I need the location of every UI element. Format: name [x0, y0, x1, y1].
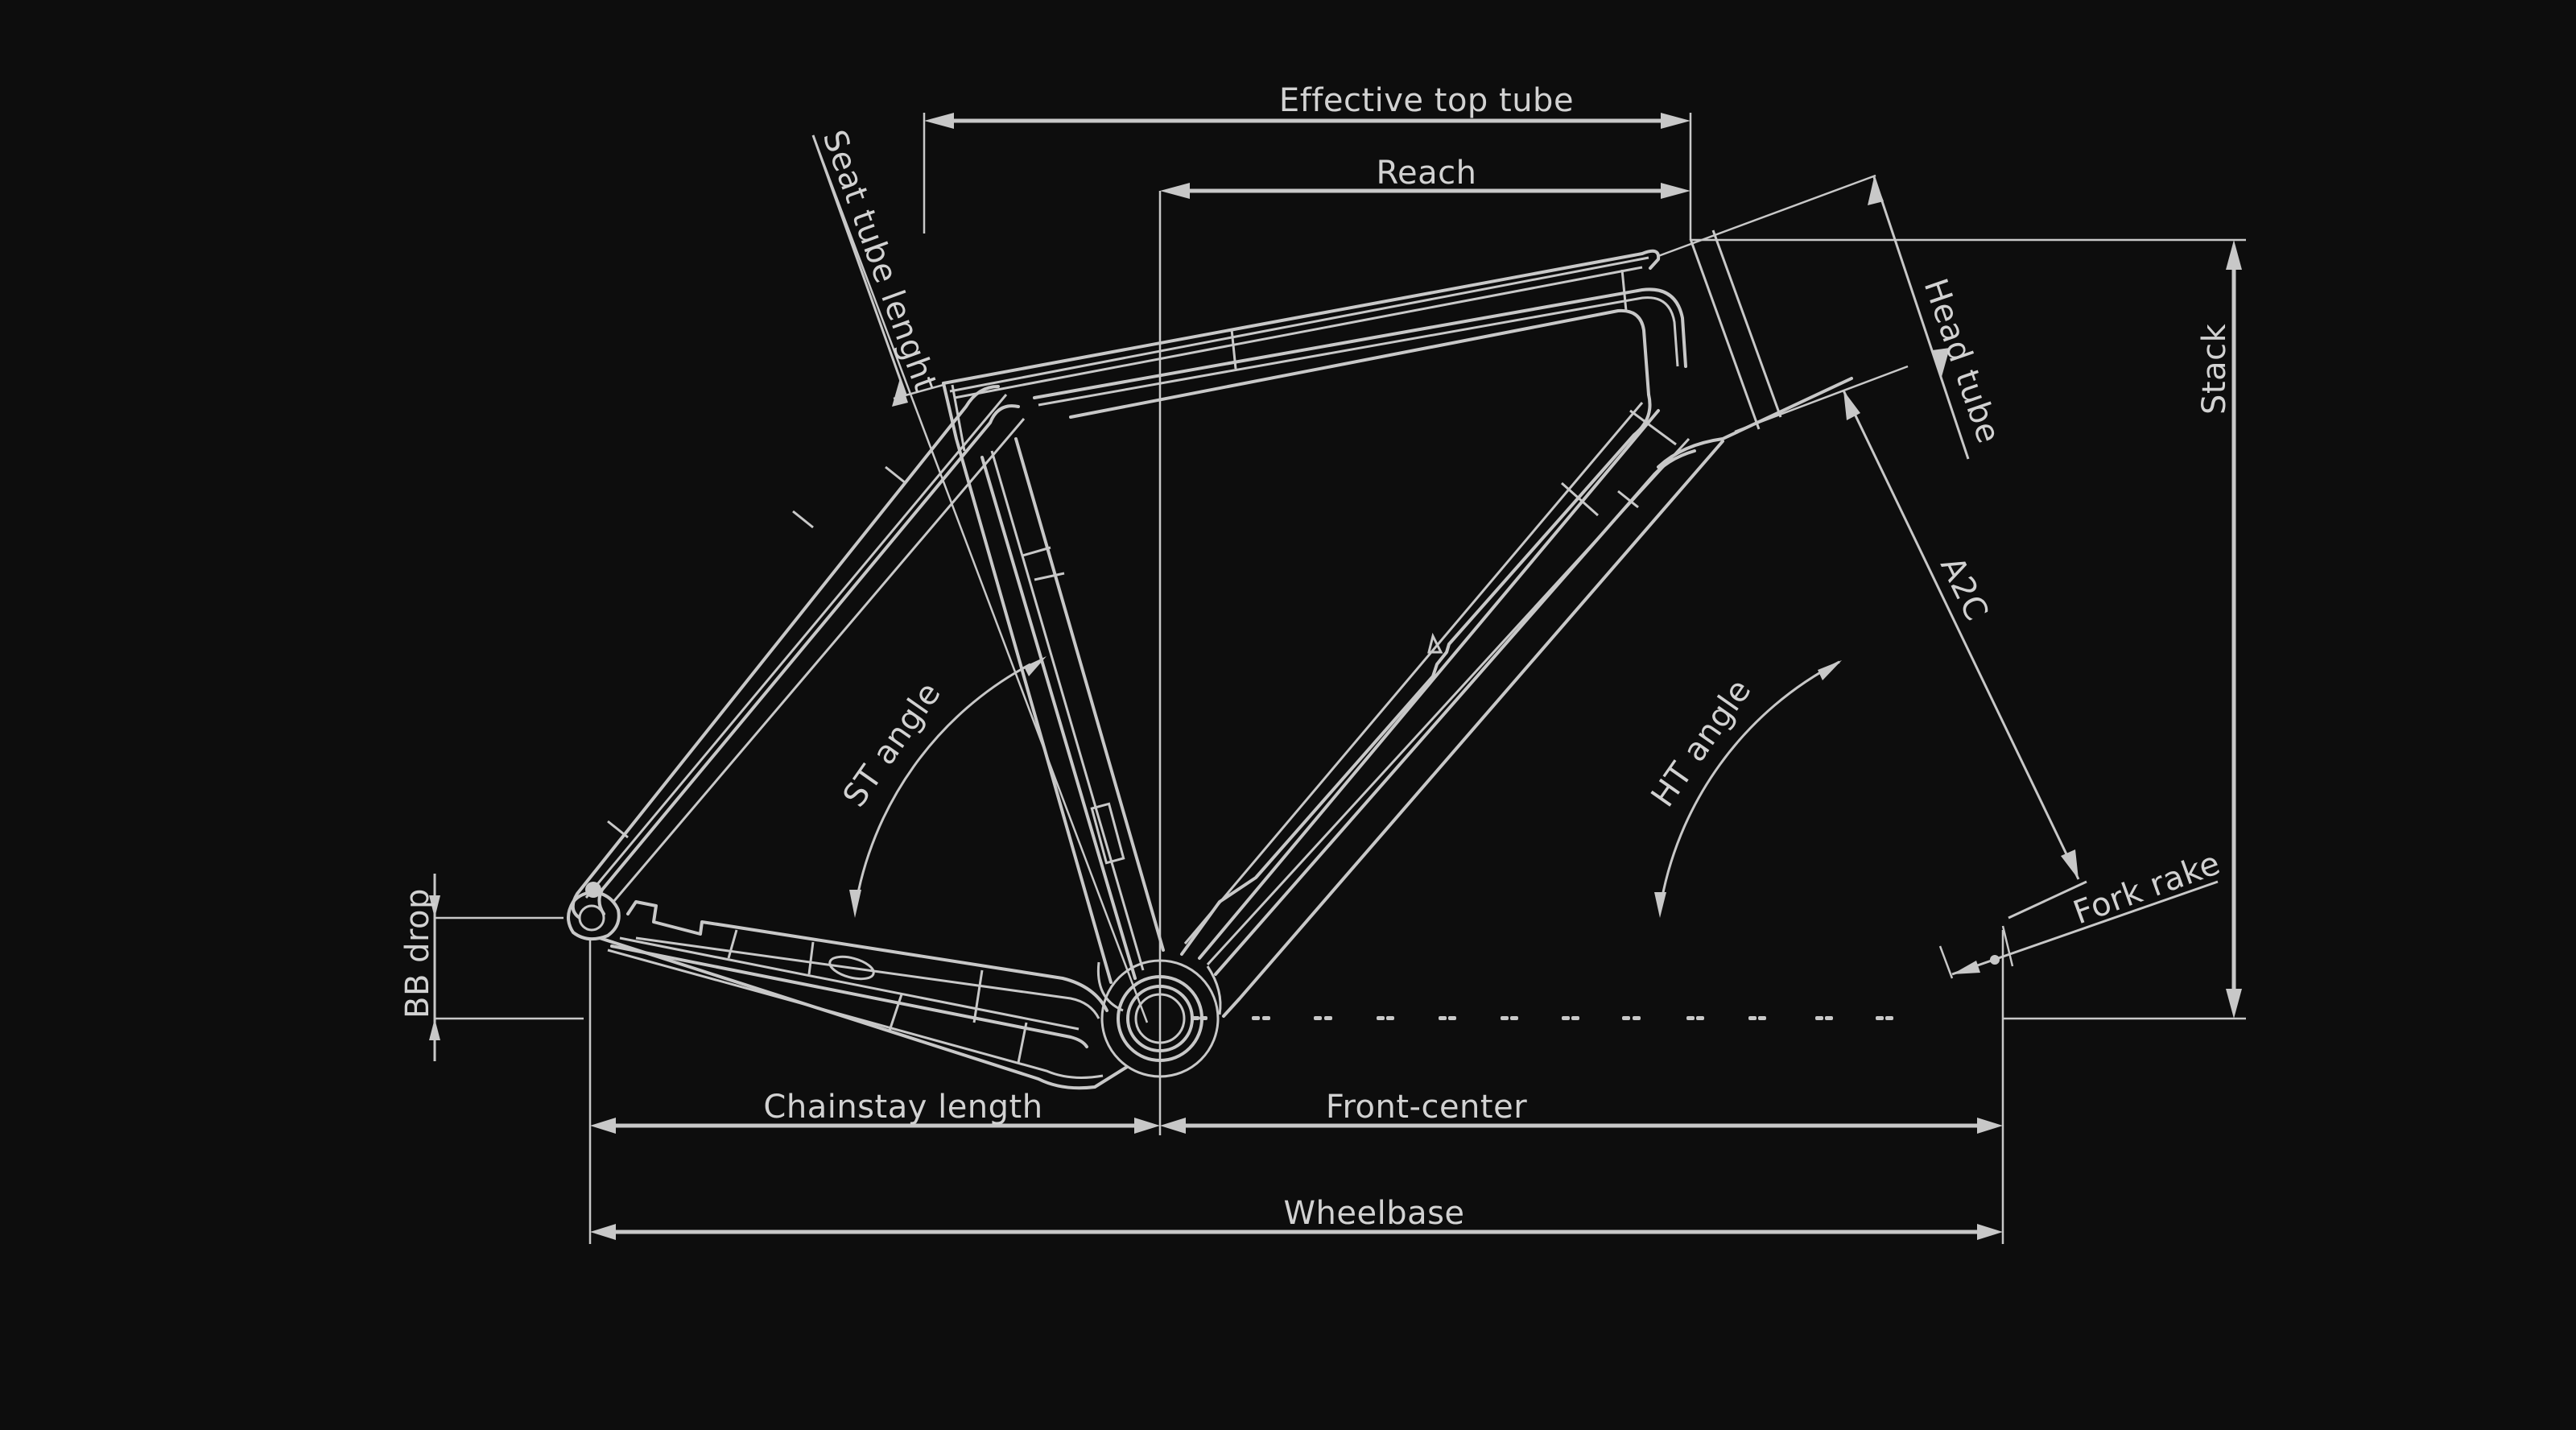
- arrow-down-icon: [1932, 348, 1950, 377]
- label-front-center: Front-center: [1326, 1089, 1527, 1126]
- label-wheelbase: Wheelbase: [1283, 1195, 1464, 1232]
- dimension-ht-angle: HT angle: [1645, 660, 1842, 918]
- arrow-right-icon: [1977, 1118, 2003, 1134]
- down-tube: [1180, 393, 1724, 1018]
- arrow-right-icon: [1661, 183, 1690, 199]
- arrow-down-icon: [1654, 892, 1666, 918]
- arrow-right-icon: [1977, 1224, 2003, 1240]
- arrow-right-icon: [1134, 1118, 1160, 1134]
- arrow-right-icon: [1024, 656, 1046, 676]
- dimension-stack: Stack: [2196, 240, 2242, 1019]
- arrow-down-icon: [429, 895, 440, 918]
- dimension-wheelbase: Wheelbase: [590, 1195, 2003, 1240]
- arrow-right-icon: [1818, 660, 1842, 680]
- arrow-left-icon: [590, 1224, 616, 1240]
- arrow-down-icon: [2226, 989, 2242, 1019]
- arrow-left-icon: [590, 1118, 616, 1134]
- arrow-right-icon: [1661, 113, 1690, 129]
- seat-stay: [571, 385, 1026, 920]
- top-tube: [942, 249, 1687, 419]
- dimension-effective-top-tube: Effective top tube: [924, 82, 1690, 129]
- dimension-head-tube: Head tube: [1868, 176, 2008, 460]
- seat-tube: [942, 382, 1165, 984]
- dimension-fork-rake: Fork rake: [1938, 845, 2225, 979]
- arrow-left-icon: [1952, 961, 1980, 974]
- label-a2c: A2C: [1933, 551, 1995, 626]
- head-tube: [1657, 229, 1853, 469]
- construction-lines: [435, 113, 2246, 1244]
- arrow-down-icon: [2061, 849, 2079, 879]
- arrow-up-icon: [1843, 391, 1860, 420]
- arrow-up-icon: [2226, 240, 2242, 270]
- dimension-bb-drop: BB drop: [399, 874, 440, 1061]
- label-stack: Stack: [2196, 323, 2233, 415]
- rear-dropout: [567, 882, 621, 941]
- arrow-left-icon: [924, 113, 954, 129]
- dimension-reach: Reach: [1160, 155, 1690, 199]
- dimension-st-angle: ST angle: [836, 656, 1046, 918]
- arrow-up-icon: [892, 378, 908, 407]
- bb-level-dashes: [1191, 1016, 1893, 1020]
- label-effective-top-tube: Effective top tube: [1279, 82, 1574, 119]
- arrow-left-icon: [1160, 1118, 1186, 1134]
- dimension-front-center: Front-center: [1160, 1089, 2003, 1134]
- dimension-a2c: A2C: [1842, 390, 2087, 920]
- arrow-up-icon: [1868, 177, 1884, 205]
- dimension-chainstay-length: Chainstay length: [590, 1089, 1160, 1134]
- bike-frame: [567, 229, 1853, 1090]
- label-head-tube: Head tube: [1917, 274, 2008, 448]
- arrow-down-icon: [849, 890, 861, 918]
- label-bb-drop: BB drop: [399, 888, 436, 1019]
- arrow-left-icon: [1160, 183, 1190, 199]
- label-chainstay-length: Chainstay length: [763, 1089, 1042, 1126]
- chain-stay: [598, 900, 1129, 1090]
- arrow-up-icon: [429, 1019, 440, 1040]
- label-reach: Reach: [1377, 155, 1477, 192]
